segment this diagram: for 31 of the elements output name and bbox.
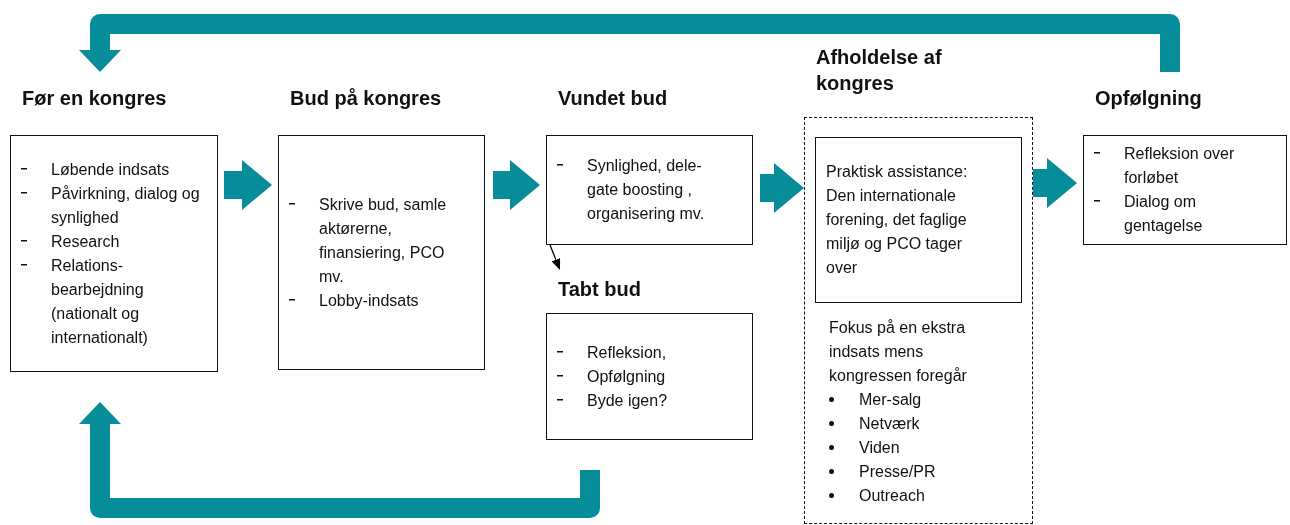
step-heading: Tabt bud [558, 277, 641, 302]
block-arrow [493, 160, 540, 210]
list-item: Viden [859, 439, 900, 456]
block-arrow [1033, 158, 1077, 208]
list-item: Outreach [859, 487, 925, 504]
step-heading: Bud på kongres [290, 86, 442, 111]
list-item: Presse/PR [859, 463, 936, 480]
body-text: Fokus på en ekstra indsats mens kongressen foregår [829, 318, 968, 386]
step-heading: Opfølgning [1095, 86, 1202, 111]
list-item: Dialog om gentagelse [1124, 193, 1203, 234]
list-item: Relations- bearbejdning (nationalt og internationalt) [51, 256, 148, 346]
arrow [549, 244, 561, 270]
list-item: Opfølgning [587, 367, 666, 385]
list-item: Synlighed, dele- gate boosting , organisering mv. [587, 157, 705, 222]
list-item: Lobby-indsats [319, 291, 419, 309]
list-item: Byde igen? [587, 391, 668, 409]
loop-arrow [79, 402, 600, 518]
list-item: Mer-salg [859, 391, 922, 408]
list-item: Refleksion, [587, 343, 667, 361]
list-item: Refleksion over forløbet [1124, 145, 1235, 186]
step-heading: Afholdelse af kongres [816, 45, 943, 96]
block-arrow [224, 160, 272, 210]
block-arrow [760, 163, 804, 213]
list-item: Research [51, 232, 120, 250]
list-item: Løbende indsats [51, 160, 170, 178]
list-item: Skrive bud, samle aktørerne, finansiering, PCO mv. [319, 195, 447, 285]
step-heading: Vundet bud [558, 86, 668, 111]
list-item: Netværk [859, 415, 920, 432]
body-text: Praktisk assistance: Den internationale forening, det faglige miljø og PCO tager over [826, 162, 969, 278]
list-item: Påvirkning, dialog og synlighed [51, 184, 200, 226]
step-heading: Før en kongres [22, 86, 167, 111]
